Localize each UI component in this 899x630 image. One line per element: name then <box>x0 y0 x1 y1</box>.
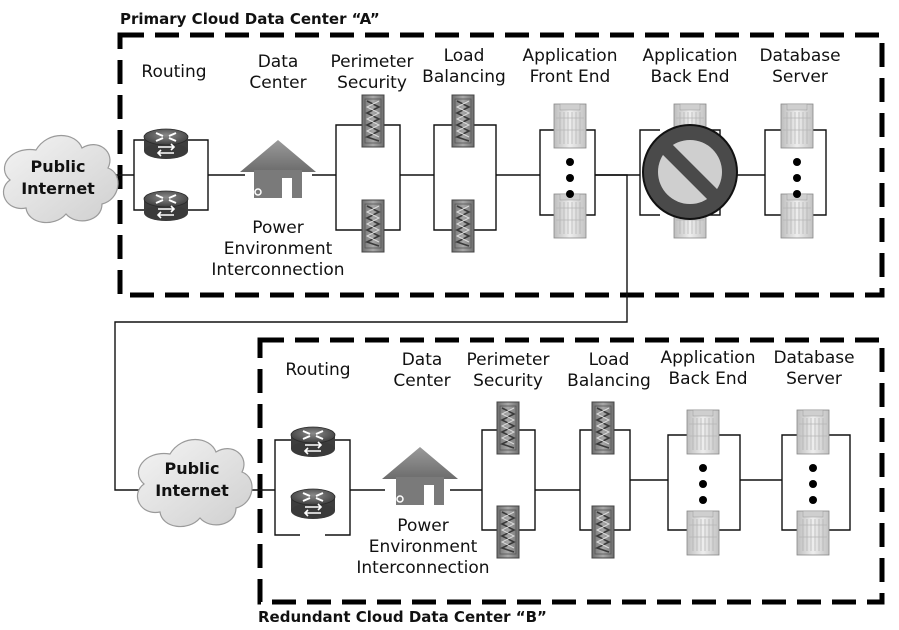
server-icon <box>686 409 720 455</box>
datacenter-b-title: Redundant Cloud Data Center “B” <box>258 608 547 626</box>
inter-datacenter-link <box>114 174 628 491</box>
label-line: Data <box>401 350 443 370</box>
load-balancing-label: Load Balancing <box>414 46 514 88</box>
label-line: Server <box>772 67 828 87</box>
database-server-label: Database Server <box>766 348 862 390</box>
label-line: Load <box>588 350 630 370</box>
server-icon <box>796 409 830 455</box>
server-icon <box>686 510 720 556</box>
label-line: Center <box>393 371 451 391</box>
router-icon <box>290 426 336 458</box>
app-back-end-label: Application Back End <box>630 46 750 88</box>
label-line: Application <box>522 46 618 66</box>
database-server-label: Database Server <box>752 46 848 88</box>
firewall-icon <box>496 401 520 455</box>
ellipsis-dot <box>793 174 801 182</box>
router-icon <box>143 128 189 160</box>
server-icon <box>780 193 814 239</box>
label-line: Database <box>773 348 855 368</box>
label-line: Interconnection <box>211 260 345 280</box>
cloud-label-line: Public <box>30 157 86 176</box>
firewall-icon <box>451 94 475 148</box>
datacenter-a-boundary <box>117 32 885 298</box>
ellipsis-dot <box>699 496 707 504</box>
datacenter-b <box>136 337 885 605</box>
label-line: Database <box>759 46 841 66</box>
firewall-icon <box>361 94 385 148</box>
label-line: Balancing <box>422 67 506 87</box>
label-line: Application <box>642 46 738 66</box>
datacenter-a <box>2 32 885 491</box>
ellipsis-dot <box>566 190 574 198</box>
label-line: Power <box>397 516 449 536</box>
label-line: Perimeter <box>466 350 550 370</box>
datacenter-a-title: Primary Cloud Data Center “A” <box>120 10 380 28</box>
label-line: Server <box>786 369 842 389</box>
public-internet-label-b: Public Internet <box>150 458 234 502</box>
power-environment-label: Power Environment Interconnection <box>340 516 506 579</box>
label-line: Balancing <box>567 371 651 391</box>
power-environment-label: Power Environment Interconnection <box>196 218 360 281</box>
label-line: Environment <box>368 537 478 557</box>
perimeter-security-label: Perimeter Security <box>454 350 562 392</box>
prohibited-icon <box>642 124 738 220</box>
routing-label: Routing <box>141 62 207 82</box>
label-line: Back End <box>650 67 730 87</box>
server-icon <box>553 103 587 149</box>
label-line: Application <box>660 348 756 368</box>
datacenter-label: Data Center <box>384 350 460 392</box>
datacenter-b-boundary <box>257 337 885 605</box>
datacenter-label: Data Center <box>240 52 316 94</box>
perimeter-security-label: Perimeter Security <box>318 52 426 94</box>
label-line: Power <box>252 218 304 238</box>
firewall-icon <box>361 199 385 253</box>
label-line: Perimeter <box>330 52 414 72</box>
routing-label: Routing <box>285 360 351 380</box>
label-line: Security <box>337 73 407 93</box>
server-icon <box>796 510 830 556</box>
firewall-icon <box>451 199 475 253</box>
ellipsis-dot <box>699 480 707 488</box>
server-icon <box>553 193 587 239</box>
house-icon <box>239 139 317 199</box>
label-line: Interconnection <box>356 558 490 578</box>
cloud-label-line: Public <box>164 459 220 478</box>
ellipsis-dot <box>793 158 801 166</box>
server-icon <box>780 103 814 149</box>
house-icon <box>381 446 459 506</box>
label-line: Security <box>473 371 543 391</box>
router-icon <box>143 190 189 222</box>
cloud-label-line: Internet <box>21 179 95 198</box>
ellipsis-dot <box>566 158 574 166</box>
label-line: Data <box>257 52 299 72</box>
ellipsis-dot <box>809 464 817 472</box>
firewall-icon <box>591 401 615 455</box>
label-line: Environment <box>223 239 333 259</box>
label-line: Center <box>249 73 307 93</box>
label-line: Back End <box>668 369 748 389</box>
ellipsis-dot <box>809 480 817 488</box>
ellipsis-dot <box>699 464 707 472</box>
firewall-icon <box>591 505 615 559</box>
router-icon <box>290 488 336 520</box>
app-front-end-label: Application Front End <box>510 46 630 88</box>
ellipsis-dot <box>793 190 801 198</box>
label-line: Front End <box>529 67 611 87</box>
cloud-label-line: Internet <box>155 481 229 500</box>
label-line: Load <box>443 46 485 66</box>
load-balancing-label: Load Balancing <box>564 350 654 392</box>
public-internet-label-a: Public Internet <box>16 156 100 200</box>
app-back-end-label: Application Back End <box>652 348 764 390</box>
ellipsis-dot <box>566 174 574 182</box>
ellipsis-dot <box>809 496 817 504</box>
